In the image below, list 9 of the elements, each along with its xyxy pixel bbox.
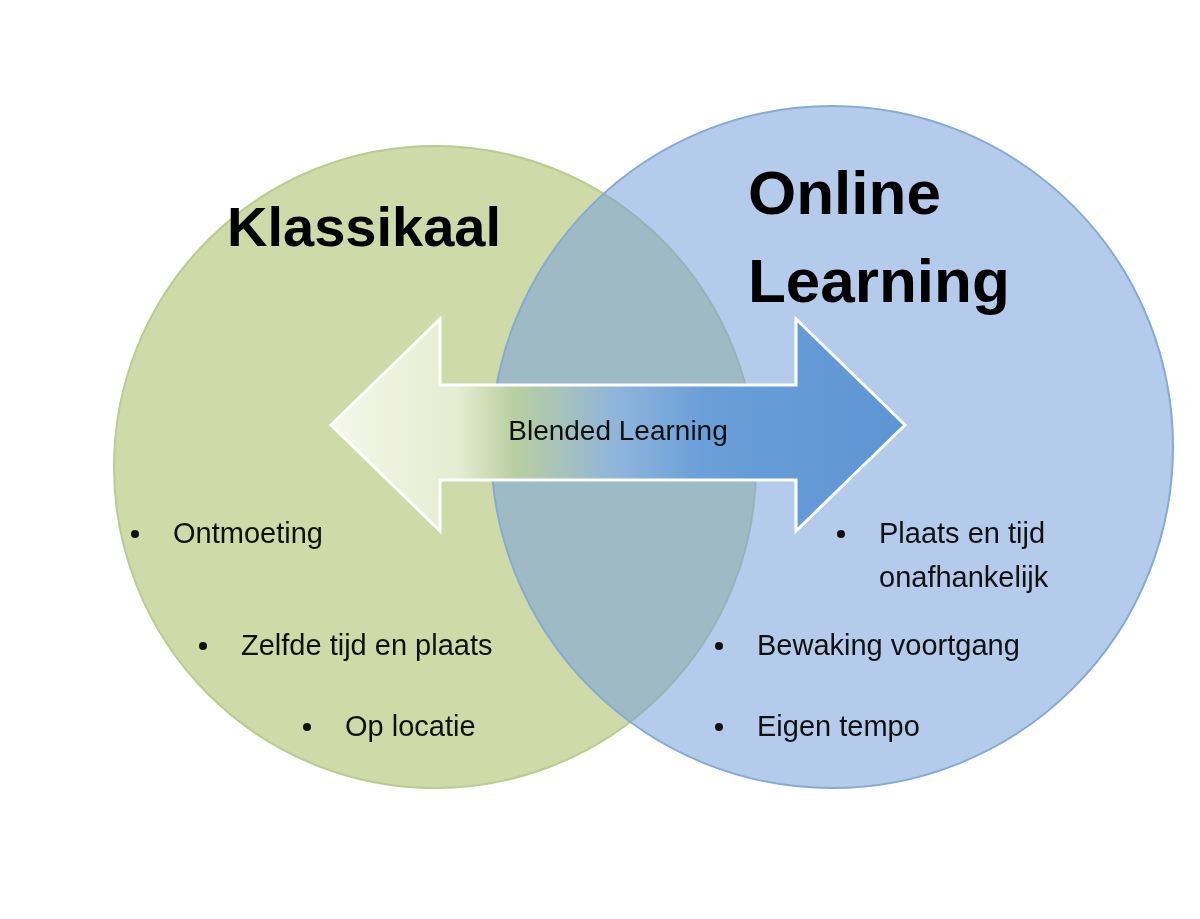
bullet-item: Bewaking voortgang — [713, 623, 1093, 667]
circle-heading: Klassikaal — [227, 195, 502, 259]
arrow-label: Blended Learning — [507, 414, 729, 448]
bullet-item: Plaats en tijd onafhankelijk — [835, 511, 1115, 599]
bullet-item: Op locatie — [301, 704, 581, 748]
bullet-item: Ontmoeting — [129, 511, 449, 555]
circle-heading: Online Learning — [748, 157, 1011, 317]
bullet-item: Zelfde tijd en plaats — [197, 623, 577, 667]
bullet-item: Eigen tempo — [713, 704, 1013, 748]
